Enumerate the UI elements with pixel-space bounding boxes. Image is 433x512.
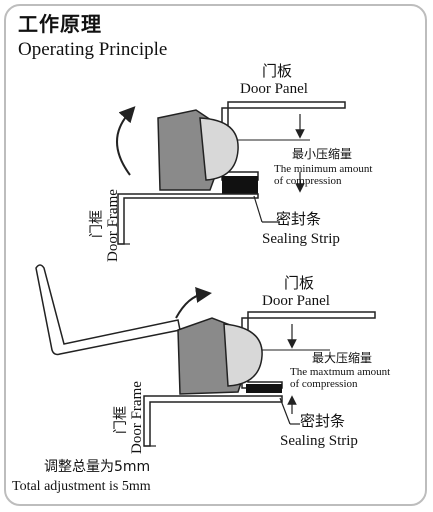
bottom-door-frame-label-cn: 门框 <box>113 406 129 434</box>
bottom-sealing-strip-label-cn: 密封条 <box>300 412 346 430</box>
top-compression-label-cn: 最小压缩量 <box>292 147 353 161</box>
top-door-panel-label-en: Door Panel <box>240 81 308 97</box>
bottom-door-frame-shape <box>143 395 283 447</box>
bottom-hinge-cup <box>223 323 263 387</box>
top-compression-label-en-1: The minimum amount <box>274 163 373 175</box>
top-rotation-arrow <box>116 106 136 176</box>
bottom-hinge-arm <box>35 264 181 356</box>
title-english: Operating Principle <box>18 39 168 60</box>
bottom-diagram <box>35 264 376 447</box>
principle-card <box>4 4 427 506</box>
bottom-compression-label-cn: 最大压缩量 <box>312 351 373 365</box>
bottom-compression-label-en-2: of compression <box>290 378 358 390</box>
top-door-frame-shape <box>117 193 259 245</box>
bottom-sealing-strip <box>246 384 282 393</box>
top-sealing-strip-label-en: Sealing Strip <box>262 231 340 247</box>
top-compression-label-en-2: of compression <box>274 175 342 187</box>
title-chinese: 工作原理 <box>18 12 102 36</box>
bottom-rotation-arrow <box>175 287 212 319</box>
bottom-compression-label-en-1: The maxtmum amount <box>290 366 391 378</box>
bottom-door-panel-label-en: Door Panel <box>262 293 330 309</box>
footer-label-en: Total adjustment is 5mm <box>12 479 151 494</box>
bottom-door-panel-label-cn: 门板 <box>284 274 315 292</box>
footer-label-cn: 调整总量为5mm <box>44 459 151 475</box>
top-hinge-cup <box>199 117 239 181</box>
bottom-sealing-strip-label-en: Sealing Strip <box>280 433 358 449</box>
top-door-frame-label-en: Door Frame <box>105 189 121 262</box>
top-door-frame-label-cn: 门框 <box>89 210 105 238</box>
top-sealing-strip-label-cn: 密封条 <box>276 210 322 228</box>
top-door-panel-label-cn: 门板 <box>262 62 293 80</box>
top-sealing-strip <box>222 176 258 194</box>
bottom-door-frame-label-en: Door Frame <box>129 381 145 454</box>
top-diagram <box>116 101 346 245</box>
